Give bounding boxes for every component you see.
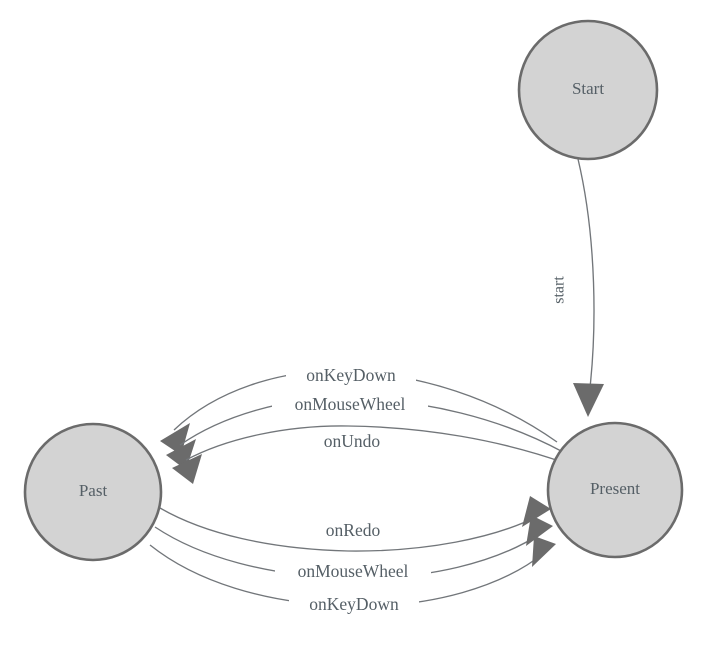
edge-label-undo: onUndo <box>324 431 381 451</box>
edge-label-start-wrap: start <box>548 264 570 316</box>
arrowhead-keydown-down <box>532 536 556 567</box>
arrowhead-undo <box>172 454 202 484</box>
edge-label-mousewheel-down-wrap: onMouseWheel <box>275 561 431 583</box>
edge-label-mousewheel-up-wrap: onMouseWheel <box>272 394 428 416</box>
edge-label-group: start onKeyDown onMouseWheel onUndo onRe… <box>272 264 570 616</box>
edge-label-mousewheel-up: onMouseWheel <box>295 394 406 414</box>
edge-label-undo-bg <box>303 432 401 453</box>
edge-label-mousewheel-up-bg <box>272 395 428 416</box>
edge-label-mousewheel-down: onMouseWheel <box>298 561 409 581</box>
node-start[interactable]: Start <box>517 19 659 161</box>
node-past-label: Past <box>79 481 108 500</box>
edge-label-redo-bg <box>305 521 401 542</box>
edge-label-keydown-down: onKeyDown <box>309 594 399 614</box>
edge-label-redo: onRedo <box>326 520 381 540</box>
arrowhead-mousewheel-down <box>526 515 553 546</box>
edge-path-undo <box>185 425 566 464</box>
node-past[interactable]: Past <box>23 422 163 562</box>
edge-past-to-present-redo[interactable] <box>159 496 551 552</box>
edge-label-undo-wrap: onUndo <box>303 431 401 453</box>
edge-label-keydown-up-bg <box>286 366 416 387</box>
node-present-label: Present <box>590 479 640 498</box>
arrowhead-redo <box>522 496 551 527</box>
edge-label-mousewheel-down-bg <box>275 562 431 583</box>
node-past-circle <box>23 422 163 562</box>
edge-label-keydown-up-wrap: onKeyDown <box>286 365 416 387</box>
arrowhead-start-to-present <box>573 383 604 417</box>
edge-label-keydown-up: onKeyDown <box>306 365 396 385</box>
edge-label-keydown-down-wrap: onKeyDown <box>289 594 419 616</box>
edge-label-start-bg <box>548 264 570 316</box>
edge-start-to-present[interactable] <box>573 158 604 417</box>
node-present[interactable]: Present <box>546 421 684 559</box>
edge-label-start: start <box>551 276 568 304</box>
node-present-circle <box>546 421 684 559</box>
edge-path-start <box>577 158 595 405</box>
node-group: Start Past Present <box>23 19 684 562</box>
node-start-label: Start <box>572 79 604 98</box>
node-start-circle <box>517 19 659 161</box>
edge-path-redo <box>159 507 539 552</box>
edge-label-redo-wrap: onRedo <box>305 520 401 542</box>
edge-label-keydown-down-bg <box>289 595 419 616</box>
edge-present-to-past-undo[interactable] <box>172 425 566 484</box>
